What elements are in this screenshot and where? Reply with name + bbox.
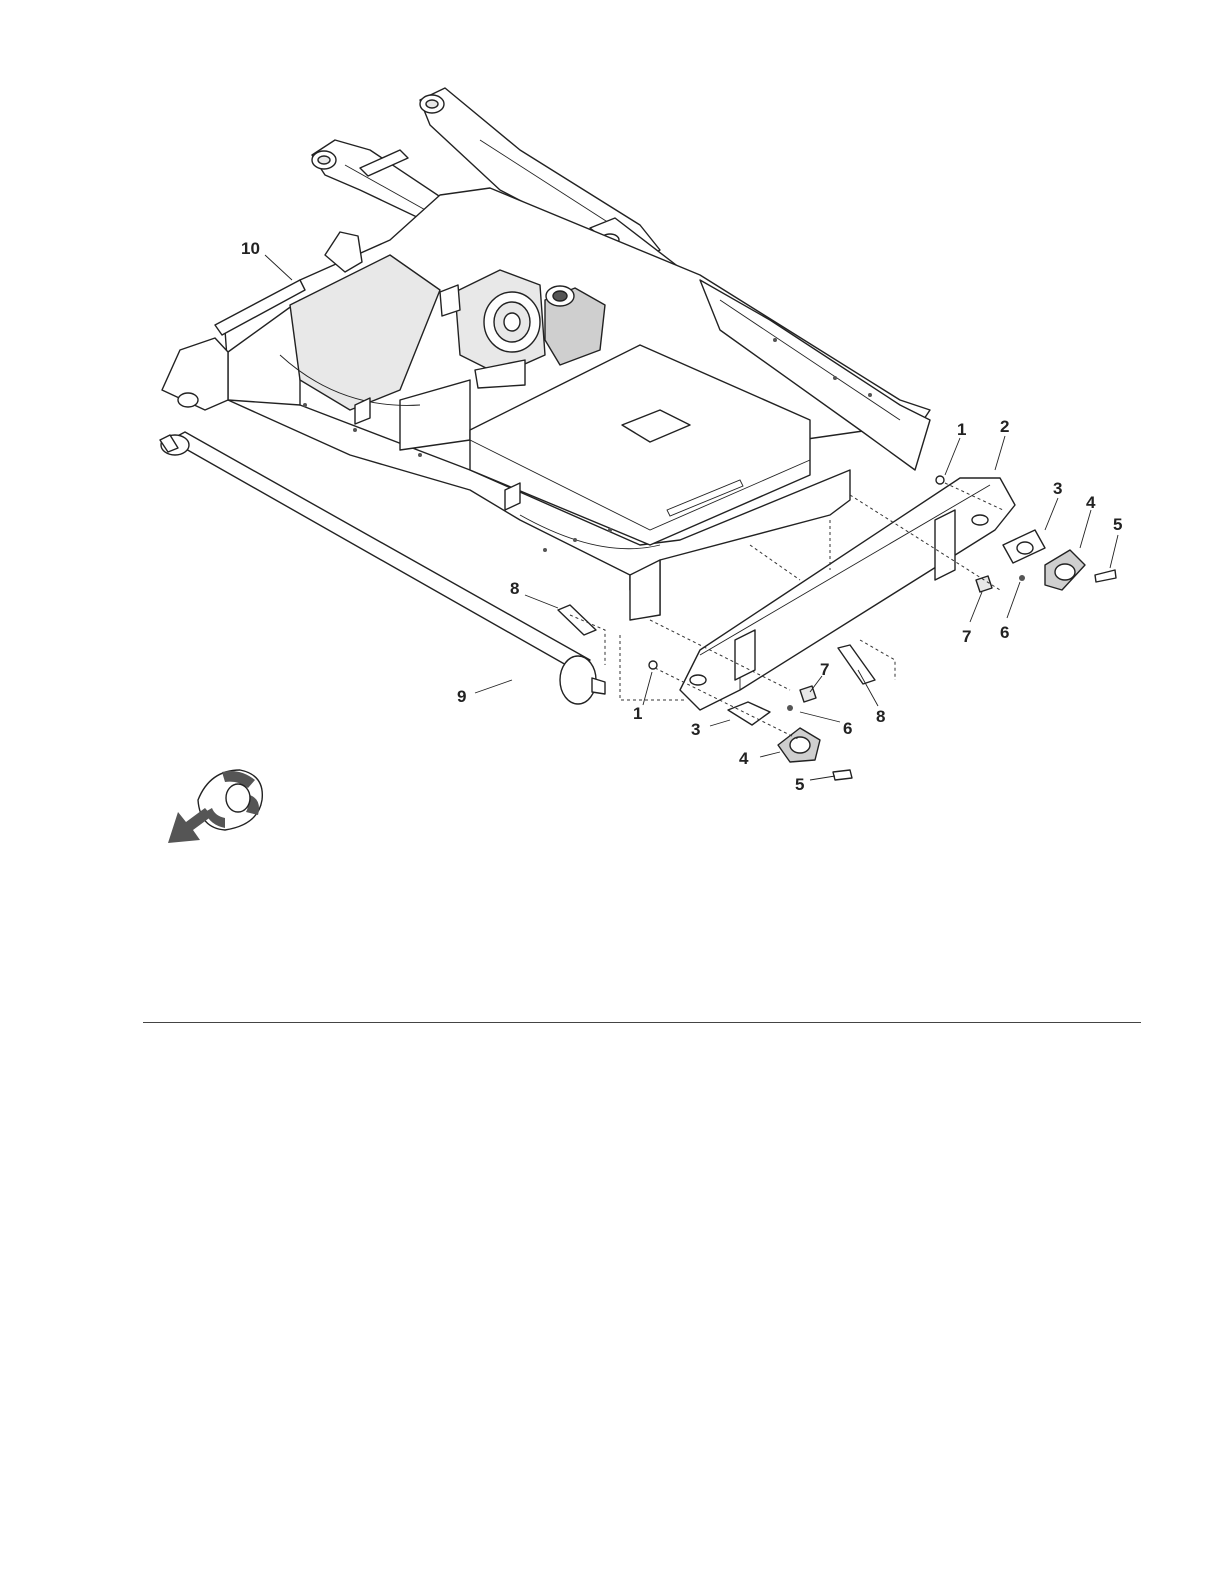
callout-7-upper: 7 bbox=[962, 627, 971, 646]
callout-8-right: 8 bbox=[876, 707, 885, 726]
callout-3-upper: 3 bbox=[1053, 479, 1062, 498]
callout-5-lower: 5 bbox=[795, 775, 804, 794]
callout-10: 10 bbox=[241, 239, 260, 258]
callout-4-lower: 4 bbox=[739, 749, 749, 768]
callout-9: 9 bbox=[457, 687, 466, 706]
section-divider bbox=[143, 1022, 1141, 1023]
callout-7-lower: 7 bbox=[820, 660, 829, 679]
front-direction-arrow-icon bbox=[168, 770, 262, 843]
roller-mount-bracket bbox=[680, 478, 1015, 710]
exploded-parts-diagram: 10 1 2 3 4 5 7 6 8 9 1 7 8 3 6 4 5 bbox=[0, 0, 1224, 1000]
callout-1-lower: 1 bbox=[633, 704, 642, 723]
callout-8-left: 8 bbox=[510, 579, 519, 598]
callout-6-upper: 6 bbox=[1000, 623, 1009, 642]
callout-3-lower: 3 bbox=[691, 720, 700, 739]
callout-1-upper: 1 bbox=[957, 420, 966, 439]
callout-2: 2 bbox=[1000, 417, 1009, 436]
callout-5-upper: 5 bbox=[1113, 515, 1122, 534]
callout-4-upper: 4 bbox=[1086, 493, 1096, 512]
callout-6-lower: 6 bbox=[843, 719, 852, 738]
